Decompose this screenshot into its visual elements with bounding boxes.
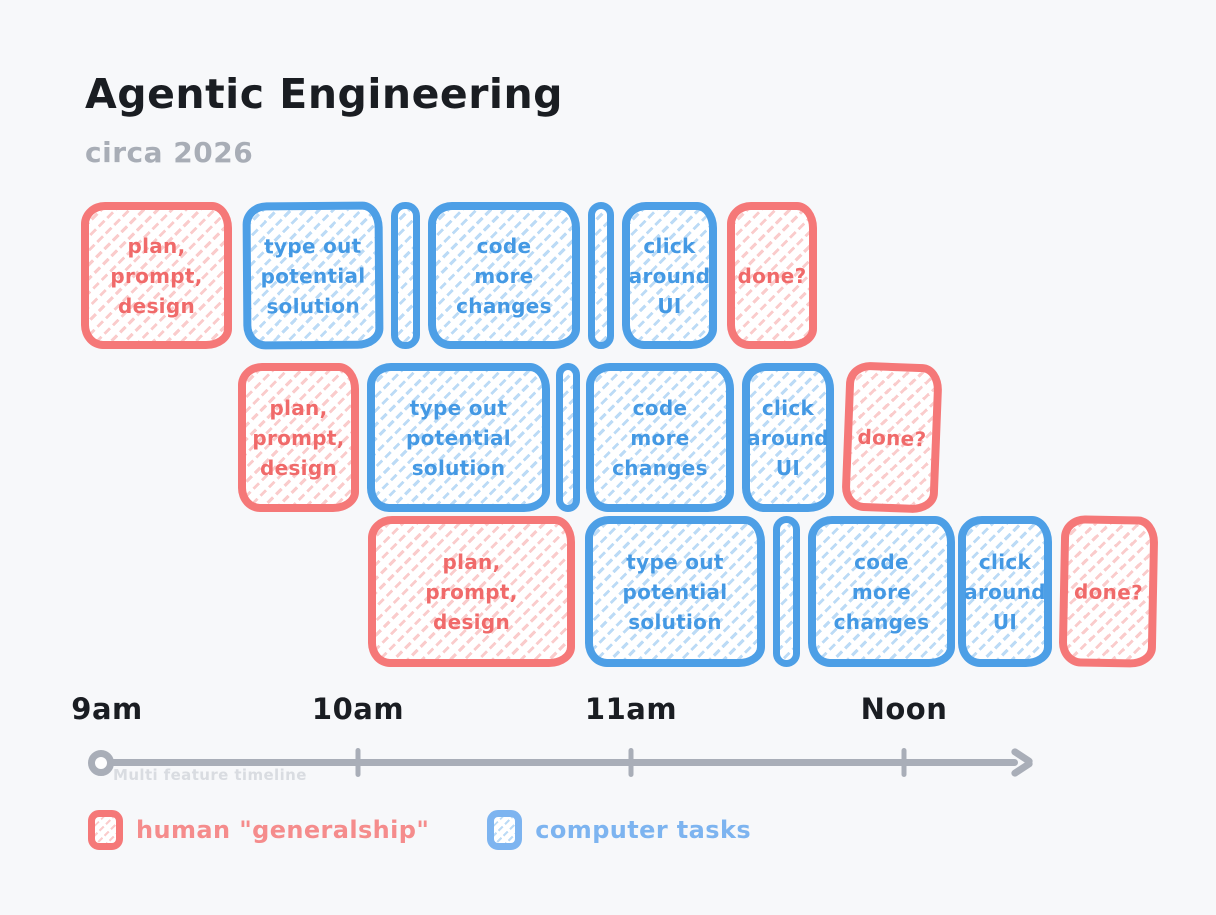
task-box-computer: type out potential solution: [585, 516, 765, 667]
task-label: plan, prompt, design: [425, 549, 518, 634]
legend-item-computer: computer tasks: [487, 810, 751, 850]
human-swatch-icon: [88, 810, 123, 850]
task-label: plan, prompt, design: [110, 233, 203, 318]
task-label: done?: [737, 263, 807, 288]
task-box-computer: code more changes: [428, 202, 580, 349]
hour-label-10am: 10am: [311, 692, 405, 726]
task-box-computer-gap: [588, 202, 614, 349]
task-box-computer-gap: [773, 516, 800, 667]
task-label: type out potential solution: [406, 395, 511, 480]
task-box-computer: click around UI: [742, 363, 834, 512]
task-box-computer: code more changes: [808, 516, 955, 667]
task-label: done?: [1073, 578, 1144, 605]
task-box-computer: code more changes: [586, 363, 734, 512]
task-box-human: done?: [841, 361, 943, 514]
axis-start-circle-icon: [88, 750, 114, 776]
task-label: code more changes: [612, 395, 708, 480]
task-box-human: done?: [727, 202, 817, 349]
task-box-computer-gap: [391, 202, 420, 349]
task-label: click around UI: [628, 233, 711, 318]
task-label: type out potential solution: [260, 233, 366, 318]
task-label: code more changes: [456, 233, 552, 318]
hour-label-9am: 9am: [71, 692, 143, 726]
axis-tick: [901, 748, 907, 777]
task-label: click around UI: [964, 549, 1046, 634]
task-box-human: plan, prompt, design: [81, 202, 232, 349]
page-title: Agentic Engineering: [85, 70, 564, 118]
legend-label-human: human "generalship": [136, 816, 430, 844]
hour-label-noon: Noon: [860, 692, 948, 726]
task-box-computer: click around UI: [958, 516, 1052, 667]
task-box-computer: type out potential solution: [367, 363, 550, 512]
axis-caption: Multi feature timeline: [113, 766, 307, 784]
page-subtitle: circa 2026: [85, 136, 254, 169]
task-box-computer: click around UI: [622, 202, 717, 349]
task-box-computer-gap: [556, 363, 580, 512]
task-label: plan, prompt, design: [252, 395, 345, 480]
task-box-human: plan, prompt, design: [368, 516, 575, 667]
axis-tick: [355, 748, 361, 777]
task-box-human: done?: [1058, 515, 1159, 668]
hour-label-11am: 11am: [584, 692, 678, 726]
task-label: type out potential solution: [622, 549, 728, 634]
task-box-human: plan, prompt, design: [238, 363, 359, 512]
axis-line: [100, 759, 1018, 766]
task-label: code more changes: [833, 549, 930, 634]
computer-swatch-icon: [487, 810, 523, 850]
legend-label-computer: computer tasks: [535, 816, 752, 844]
legend-item-human: human "generalship": [88, 810, 429, 850]
task-label: click around UI: [747, 395, 829, 480]
task-box-computer: type out potential solution: [242, 201, 384, 350]
legend: human "generalship" computer tasks: [88, 810, 751, 850]
axis-tick: [628, 748, 634, 777]
task-label: done?: [857, 424, 927, 451]
